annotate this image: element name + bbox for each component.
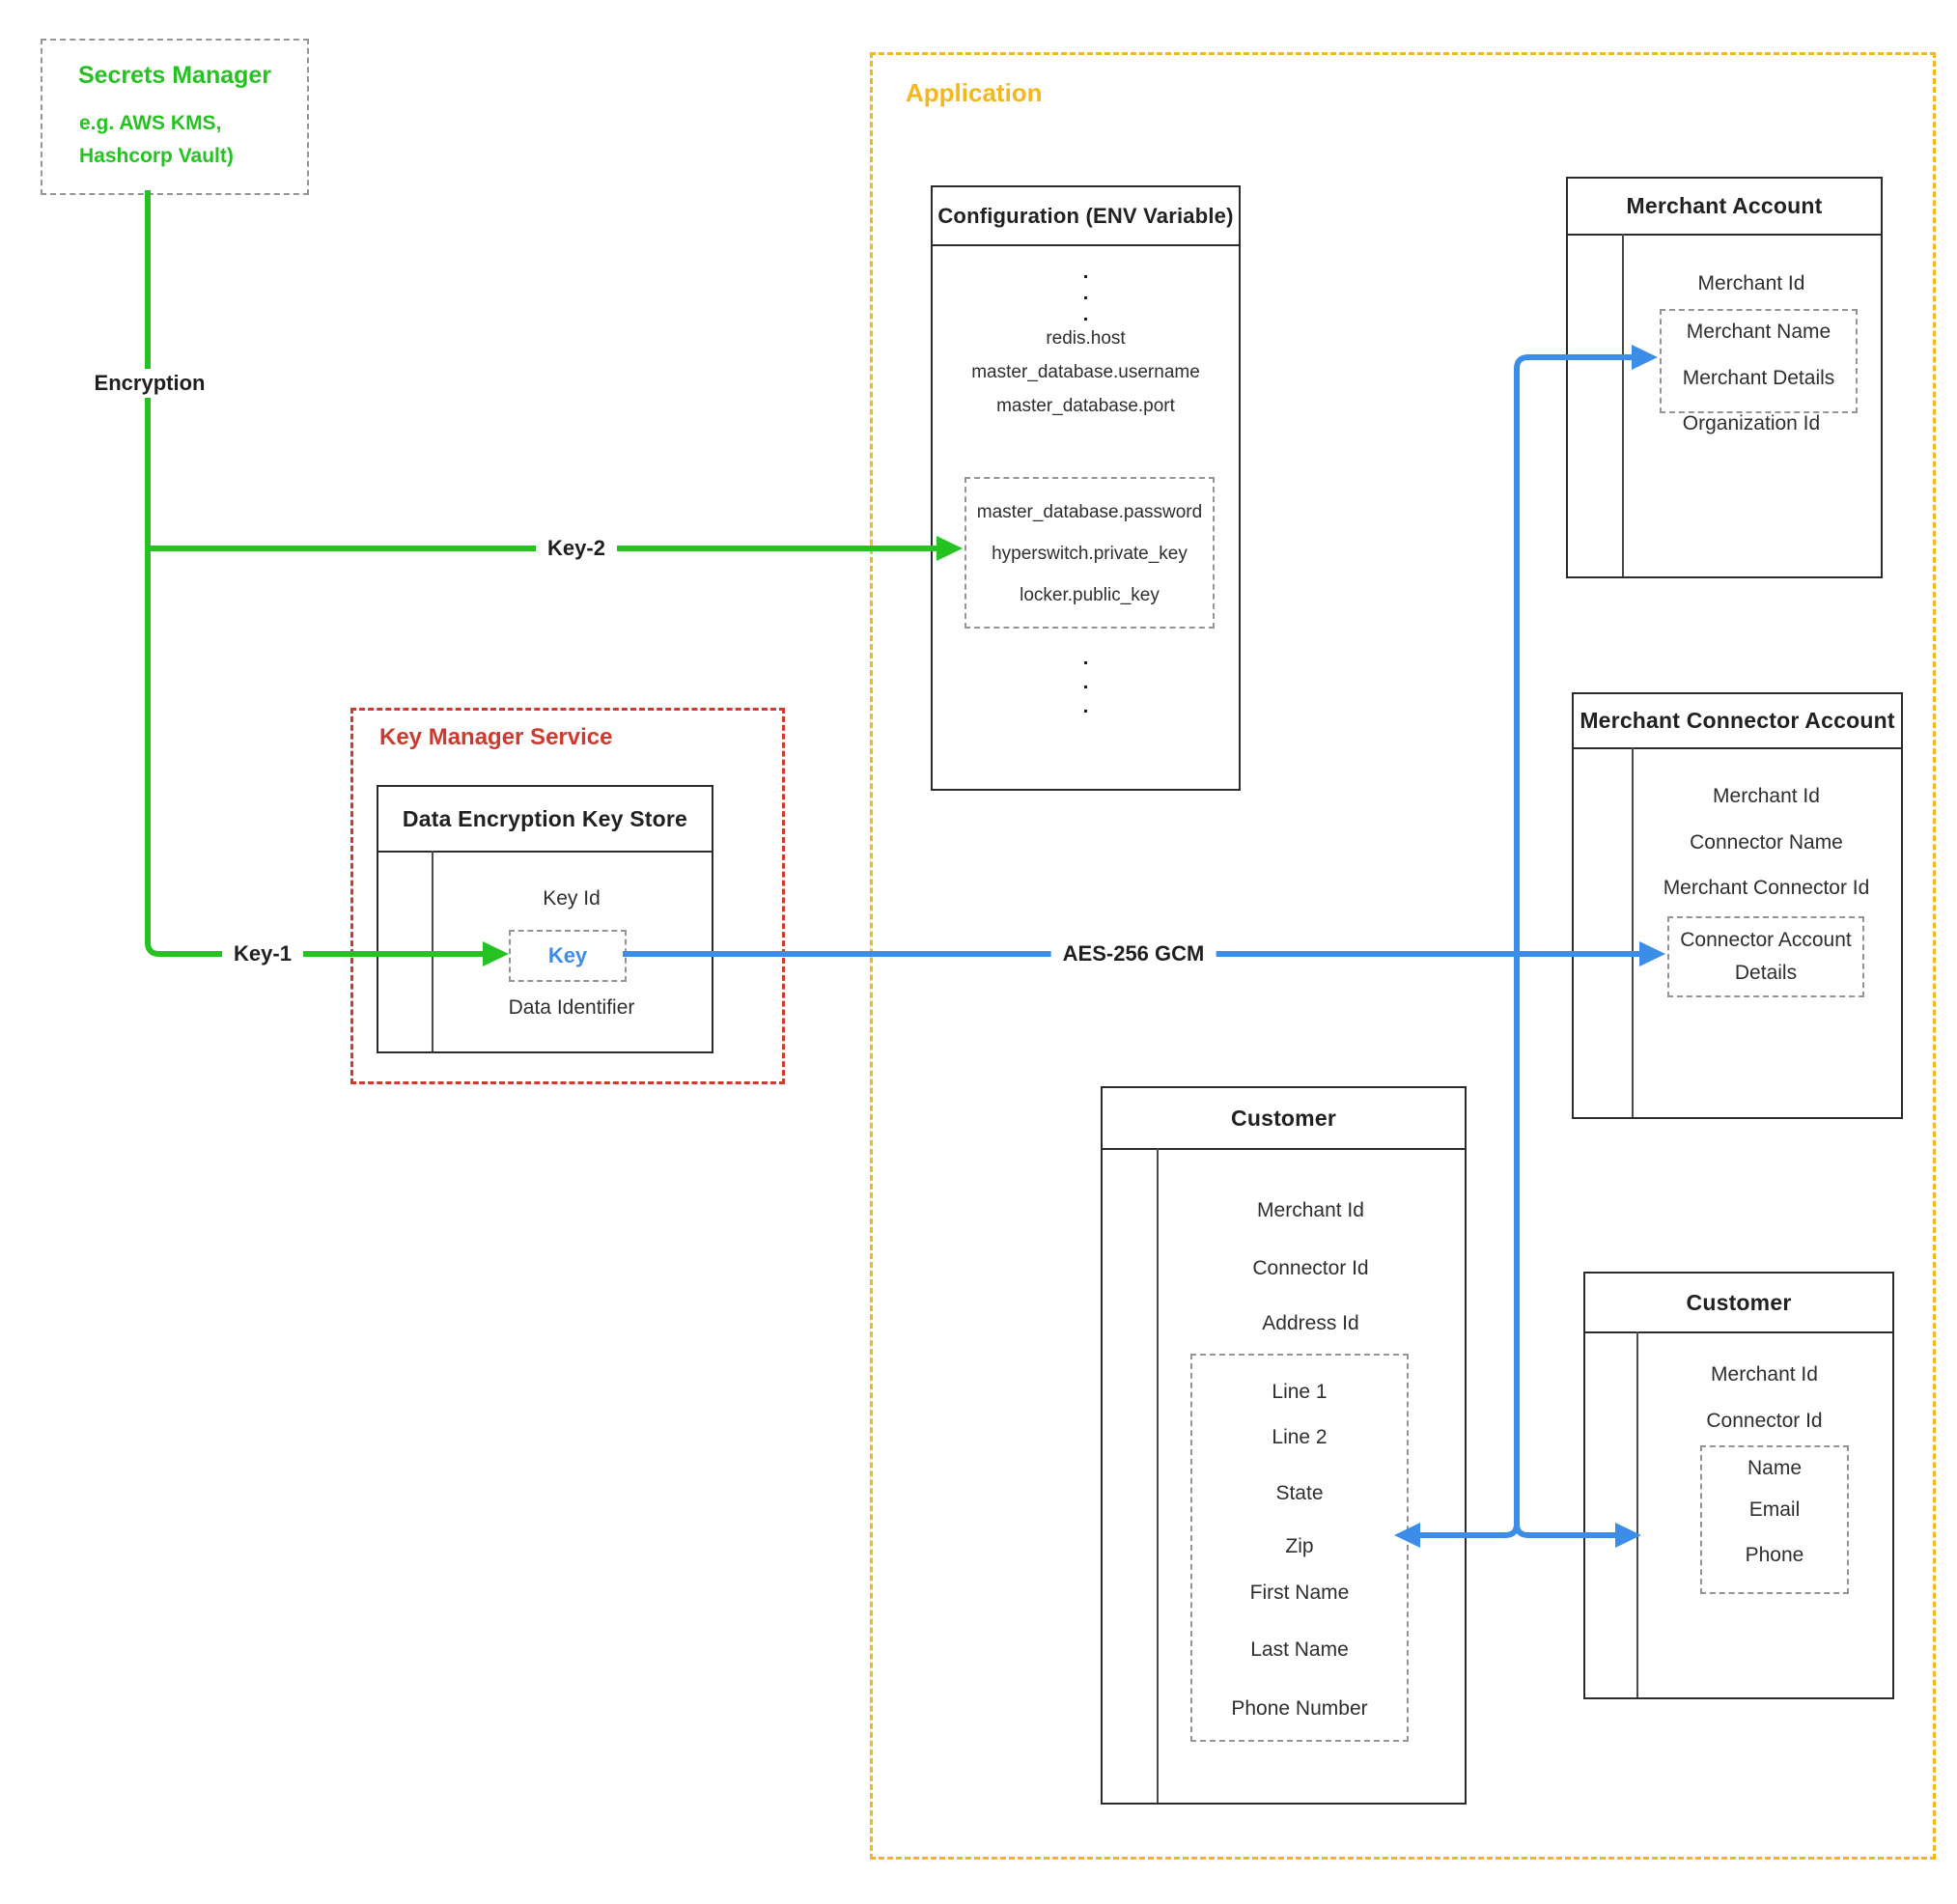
mca-row-merchant-connector-id: Merchant Connector Id	[1663, 877, 1870, 899]
configuration-row-private-key: hyperswitch.private_key	[992, 544, 1188, 564]
key-manager-service-title: Key Manager Service	[379, 724, 613, 750]
ellipsis-dot: .	[1082, 304, 1089, 325]
ellipsis-dot: .	[1082, 672, 1089, 693]
merchant-account-title: Merchant Account	[1568, 179, 1881, 236]
customer-contact-keycol	[1585, 1331, 1638, 1697]
merchant-connector-account-title: Merchant Connector Account	[1574, 694, 1901, 749]
ellipsis-dot: .	[1082, 283, 1089, 304]
secrets-manager-box: Secrets Manager e.g. AWS KMS, Hashcorp V…	[41, 39, 309, 195]
secrets-manager-title: Secrets Manager	[77, 62, 272, 89]
customer-address-row-line2: Line 2	[1272, 1426, 1328, 1448]
customer-contact-row-phone: Phone	[1745, 1544, 1804, 1566]
configuration-row-db-username: master_database.username	[971, 362, 1200, 382]
merchant-account-keycol	[1568, 234, 1624, 576]
ellipsis-dot: .	[1082, 648, 1089, 669]
customer-address-row-merchant-id: Merchant Id	[1257, 1199, 1364, 1221]
customer-contact-row-email: Email	[1748, 1498, 1801, 1521]
customer-address-title: Customer	[1103, 1088, 1465, 1150]
customer-address-row-line1: Line 1	[1272, 1381, 1328, 1403]
key1-label: Key-1	[222, 939, 303, 968]
aes-256-gcm-label: AES-256 GCM	[1050, 939, 1216, 968]
encryption-label: Encryption	[82, 369, 217, 398]
mca-row-connector-name: Connector Name	[1690, 831, 1843, 854]
merchant-account-row-merchant-id: Merchant Id	[1697, 272, 1805, 294]
configuration-title: Configuration (ENV Variable)	[933, 187, 1239, 246]
merchant-connector-account-keycol	[1574, 747, 1634, 1117]
customer-address-entity: Customer Merchant Id Connector Id Addres…	[1101, 1086, 1467, 1805]
customer-contact-entity: Customer Merchant Id Connector Id Name E…	[1583, 1272, 1894, 1699]
configuration-entity: Configuration (ENV Variable) . . . redis…	[931, 185, 1241, 791]
key2-label: Key-2	[536, 534, 617, 563]
customer-contact-row-merchant-id: Merchant Id	[1711, 1363, 1818, 1386]
merchant-account-row-merchant-details: Merchant Details	[1682, 367, 1835, 389]
dek-store-field-key: Key	[509, 930, 627, 982]
secrets-manager-subtitle-1: e.g. AWS KMS,	[79, 112, 222, 134]
customer-address-row-address-id: Address Id	[1262, 1312, 1359, 1334]
customer-address-row-connector-id: Connector Id	[1252, 1257, 1369, 1279]
customer-address-row-state: State	[1275, 1482, 1324, 1504]
customer-address-row-phone-number: Phone Number	[1231, 1697, 1368, 1720]
customer-address-keycol	[1103, 1148, 1159, 1803]
secrets-manager-subtitle-2: Hashcorp Vault)	[79, 145, 234, 167]
customer-address-encrypted-group: Line 1 Line 2 State Zip First Name Last …	[1190, 1354, 1409, 1742]
mca-row-merchant-id: Merchant Id	[1713, 785, 1820, 807]
merchant-account-entity: Merchant Account Merchant Id Merchant Na…	[1566, 177, 1883, 578]
ellipsis-dot: .	[1082, 696, 1089, 717]
customer-contact-row-connector-id: Connector Id	[1706, 1410, 1823, 1432]
dek-store-entity: Data Encryption Key Store Key Id Data Id…	[377, 785, 713, 1053]
merchant-connector-account-entity: Merchant Connector Account Merchant Id C…	[1572, 692, 1903, 1119]
dek-store-keycol	[378, 851, 433, 1051]
merchant-account-row-organization-id: Organization Id	[1682, 412, 1821, 434]
mca-row-connector-account-details: Connector Account Details	[1667, 916, 1864, 997]
dek-store-field-key-id: Key Id	[543, 887, 601, 910]
configuration-encrypted-group: master_database.password hyperswitch.pri…	[965, 477, 1215, 629]
customer-address-row-last-name: Last Name	[1250, 1638, 1349, 1661]
merchant-account-row-merchant-name: Merchant Name	[1686, 321, 1831, 343]
configuration-row-locker-public-key: locker.public_key	[1020, 585, 1160, 605]
customer-address-row-zip: Zip	[1285, 1535, 1314, 1557]
customer-address-row-first-name: First Name	[1249, 1582, 1350, 1604]
merchant-account-encrypted-group: Merchant Name Merchant Details	[1660, 309, 1858, 413]
application-title: Application	[906, 78, 1043, 107]
ellipsis-dot: .	[1082, 262, 1089, 283]
configuration-row-db-password: master_database.password	[976, 502, 1203, 522]
customer-contact-title: Customer	[1585, 1274, 1892, 1333]
configuration-row-db-port: master_database.port	[996, 396, 1175, 416]
customer-contact-encrypted-group: Name Email Phone	[1700, 1445, 1849, 1594]
configuration-row-redis-host: redis.host	[1046, 328, 1126, 349]
customer-contact-row-name: Name	[1747, 1457, 1803, 1479]
dek-store-title: Data Encryption Key Store	[378, 787, 712, 853]
dek-store-field-data-identifier: Data Identifier	[508, 996, 635, 1019]
